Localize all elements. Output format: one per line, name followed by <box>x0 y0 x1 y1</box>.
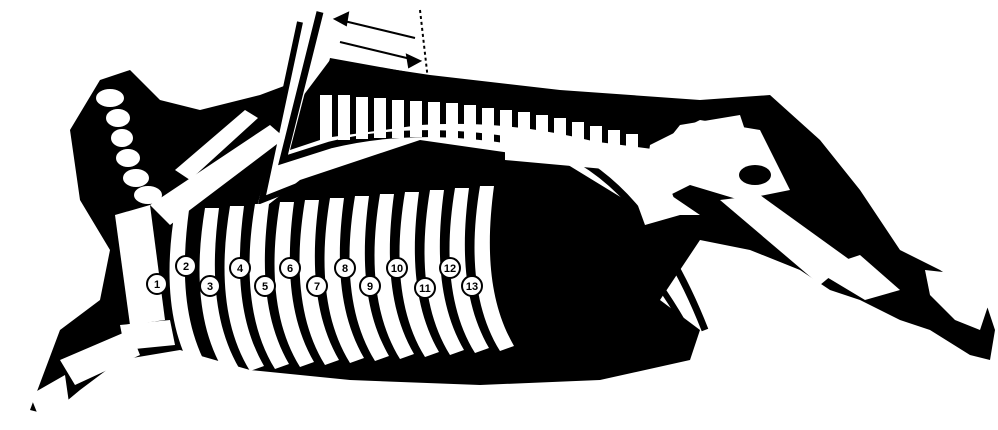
rib-label-5: 5 <box>255 276 275 296</box>
rib-label-number: 9 <box>367 281 373 293</box>
rib-label-number: 10 <box>391 263 403 275</box>
rib-label-4: 4 <box>230 258 250 278</box>
rib-label-11: 11 <box>415 278 435 298</box>
rib-label-3: 3 <box>200 276 220 296</box>
rib-label-number: 8 <box>342 263 348 275</box>
double-arrow-icon <box>335 13 420 67</box>
dotted-line-icon <box>420 10 428 80</box>
rib-label-number: 2 <box>183 261 189 273</box>
rib-label-number: 7 <box>314 281 320 293</box>
rib-label-number: 6 <box>287 263 293 275</box>
rib-label-13: 13 <box>462 276 482 296</box>
rib-label-2: 2 <box>176 256 196 276</box>
rib-label-number: 4 <box>237 263 244 275</box>
rib-label-number: 1 <box>154 279 160 291</box>
rib-label-number: 11 <box>419 283 431 295</box>
rib-label-10: 10 <box>387 258 407 278</box>
rib-label-7: 7 <box>307 276 327 296</box>
rib-label-number: 5 <box>262 281 268 293</box>
rib-label-12: 12 <box>440 258 460 278</box>
rib-label-number: 13 <box>466 281 478 293</box>
rib-label-number: 12 <box>444 263 456 275</box>
rib-label-8: 8 <box>335 258 355 278</box>
rib-label-6: 6 <box>280 258 300 278</box>
rib-label-1: 1 <box>147 274 167 294</box>
rib-label-9: 9 <box>360 276 380 296</box>
rib-label-number: 3 <box>207 281 213 293</box>
